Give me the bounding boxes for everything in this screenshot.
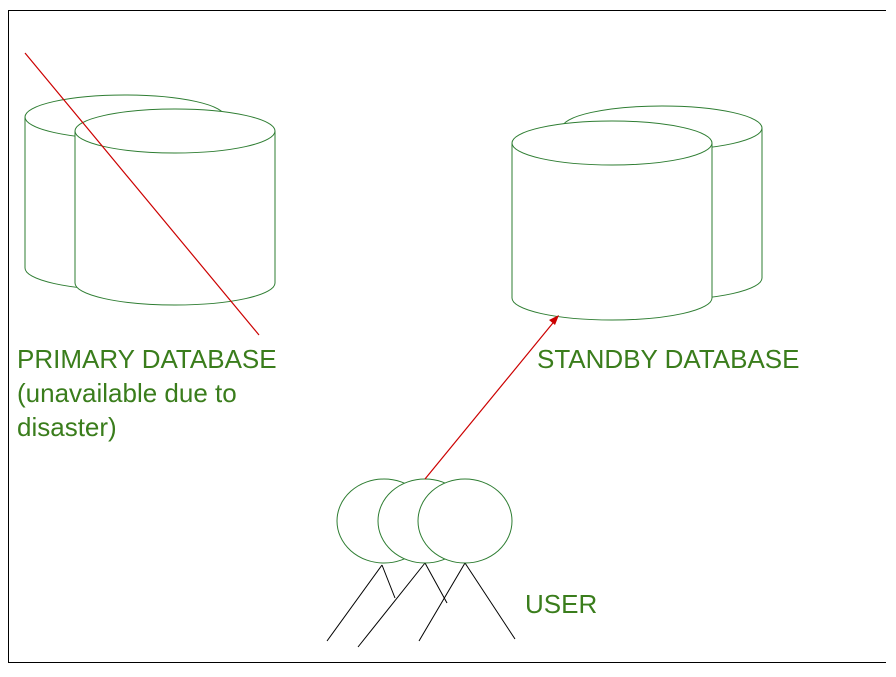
user-leg [464,562,516,640]
standby-database-front-cylinder [511,120,713,321]
user-figure [326,478,516,648]
user-leg [418,562,466,642]
user-leg [381,564,396,599]
primary-label-line: (unavailable due to [17,377,237,408]
primary-label-line: PRIMARY DATABASE [17,344,277,374]
user-leg [424,562,448,604]
primary-database [24,94,276,306]
primary-database-label: PRIMARY DATABASE (unavailable due to dis… [17,343,277,444]
arrowhead-icon [549,315,559,325]
user-head [417,478,513,564]
user-leg [326,564,383,642]
primary-database-front-cylinder [74,108,276,306]
standby-database-label: STANDBY DATABASE [537,344,800,374]
failover-arrow [424,315,559,480]
user-leg [357,562,426,648]
standby-database [511,105,763,321]
diagram-frame [8,10,886,663]
disaster-strike-line [24,52,260,336]
user-label: USER [525,589,598,619]
primary-label-line: disaster) [17,411,117,442]
